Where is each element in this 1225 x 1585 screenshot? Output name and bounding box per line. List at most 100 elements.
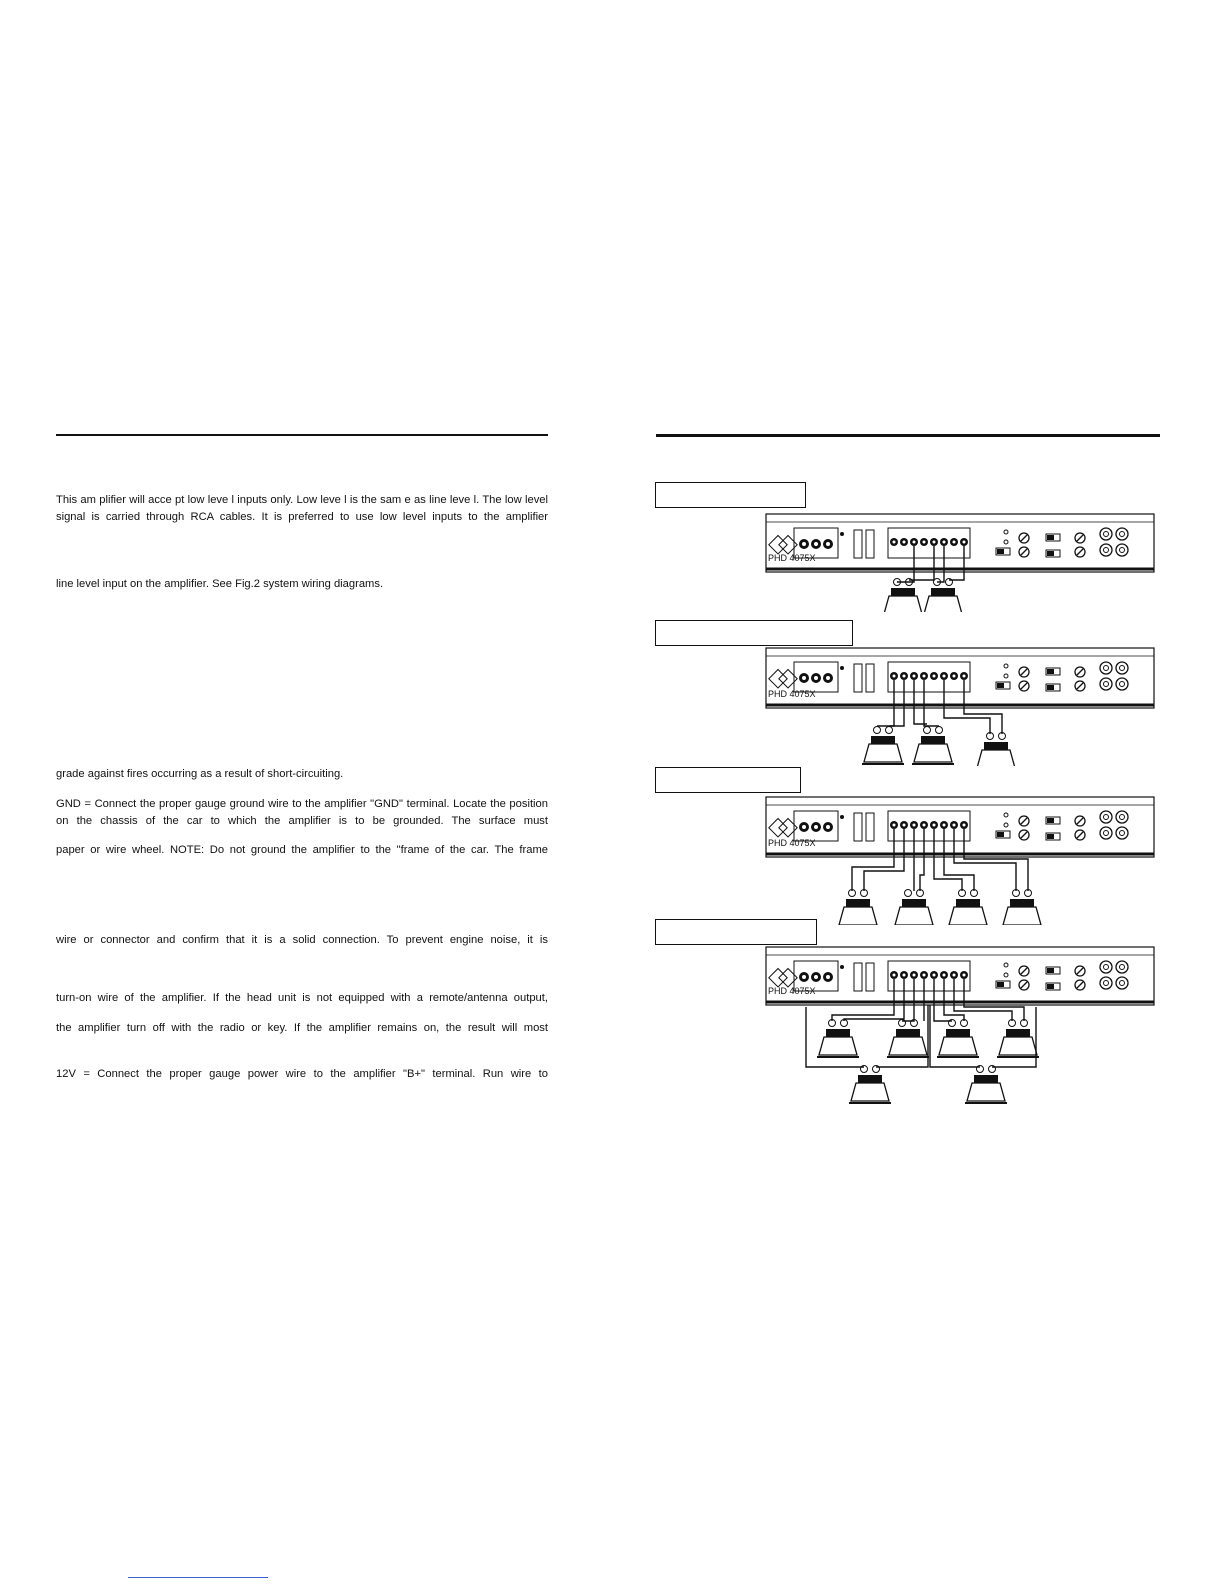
power-terminal-block	[793, 960, 839, 992]
rca-jack-icon	[1099, 976, 1113, 990]
paragraph-turn-on-wire: turn-on wire of the amplifier. If the he…	[56, 992, 548, 1004]
speaker-cone-icon	[838, 906, 878, 925]
speaker-cone-icon	[913, 743, 953, 763]
mode-switch-icon	[1045, 966, 1061, 975]
indicator-icon	[1003, 529, 1009, 535]
diagram-2-label-box	[655, 620, 853, 646]
power-terminal-screw	[814, 975, 818, 979]
knob-pointer	[1020, 967, 1028, 975]
knob-pointer	[1076, 967, 1084, 975]
speaker-terminal-screw	[922, 823, 926, 827]
power-terminal-screw	[802, 825, 806, 829]
mode-switch-icon	[995, 830, 1011, 839]
speaker-magnet	[1006, 1029, 1030, 1037]
indicator-icon	[1003, 812, 1009, 818]
speaker-cone-icon	[1002, 906, 1042, 925]
gain-knob-icon	[1074, 546, 1086, 558]
diagram-1-label-box	[655, 482, 806, 508]
gain-knob-icon	[1018, 965, 1030, 977]
speaker-wire	[963, 680, 1003, 734]
speaker-magnet	[826, 1029, 850, 1037]
wiring-diagram-3: PHD 4075X	[765, 796, 1155, 925]
speaker-terminal-screw	[942, 973, 946, 977]
power-led-icon	[840, 666, 844, 670]
rca-jack-icon	[1115, 810, 1129, 824]
speaker-wire	[863, 829, 905, 891]
rca-jack-icon	[1099, 960, 1113, 974]
mode-switch-slider	[997, 832, 1004, 837]
mode-switch-icon	[995, 980, 1011, 989]
speaker-wire	[831, 979, 895, 1021]
power-terminal-block	[793, 527, 839, 559]
speaker-terminal-screw	[892, 674, 896, 678]
speaker-magnet	[984, 742, 1008, 750]
wiring-diagram-4: PHD 4075X	[765, 946, 1155, 1104]
speaker-terminal-screw	[952, 540, 956, 544]
speaker-magnet	[902, 899, 926, 907]
power-terminal-screw	[802, 975, 806, 979]
speaker-cone-icon	[850, 1082, 890, 1102]
rca-jack-center	[1119, 681, 1125, 687]
speaker-magnet	[931, 588, 955, 596]
gain-knob-icon	[1018, 979, 1030, 991]
speaker-terminal-screw	[902, 973, 906, 977]
speaker-wire	[902, 979, 915, 1022]
paragraph-paper-wheel: paper or wire wheel. NOTE: Do not ground…	[56, 844, 548, 856]
power-terminal-screw	[814, 825, 818, 829]
plus-terminal-icon	[923, 726, 931, 734]
rca-jack-icon	[1099, 810, 1113, 824]
mode-switch-slider	[1047, 535, 1054, 540]
speaker-magnet	[974, 1075, 998, 1083]
speaker-terminal-screw	[962, 674, 966, 678]
speaker-wire	[949, 546, 965, 581]
speaker-wire	[929, 1005, 980, 1068]
speaker-magnet	[946, 1029, 970, 1037]
knob-pointer	[1076, 817, 1084, 825]
speaker-terminal-screw	[892, 973, 896, 977]
rca-jack-center	[1119, 830, 1125, 836]
rca-jack-icon	[1099, 527, 1113, 541]
plus-terminal-icon	[904, 889, 912, 897]
rca-jack-center	[1119, 980, 1125, 986]
knob-pointer	[1076, 831, 1084, 839]
speaker-terminal-screw	[932, 540, 936, 544]
rca-jack-icon	[1099, 661, 1113, 675]
logo-diamond	[778, 817, 798, 838]
gain-knob-icon	[1018, 546, 1030, 558]
knob-pointer	[1020, 831, 1028, 839]
fuse	[853, 529, 863, 559]
fuse	[853, 812, 863, 842]
bottom-underline-link[interactable]	[128, 1577, 268, 1578]
fuse	[865, 529, 875, 559]
speaker-wire	[943, 829, 975, 891]
speaker-terminal-screw	[942, 540, 946, 544]
rca-jack-center	[1103, 531, 1109, 537]
speaker-wire	[963, 979, 1025, 1021]
knob-pointer	[1076, 668, 1084, 676]
speaker-cone-icon	[976, 749, 1016, 766]
indicator-icon	[1003, 663, 1009, 669]
rca-jack-center	[1119, 665, 1125, 671]
speaker-magnet	[956, 899, 980, 907]
speaker-magnet	[1010, 899, 1034, 907]
speaker-cone-icon	[818, 1036, 858, 1056]
speaker-wire	[933, 979, 952, 1022]
paragraph-12v: 12V = Connect the proper gauge power wir…	[56, 1068, 548, 1080]
power-terminal-block	[793, 661, 839, 693]
speaker-terminal-screw	[942, 674, 946, 678]
mode-switch-icon	[995, 681, 1011, 690]
left-top-rule	[56, 434, 548, 436]
rca-jack-icon	[1099, 543, 1113, 557]
speaker-terminal-screw	[962, 540, 966, 544]
diagram-3-label-box	[655, 767, 801, 793]
logo-diamond	[768, 534, 788, 555]
gain-knob-icon	[1018, 532, 1030, 544]
gain-knob-icon	[1074, 965, 1086, 977]
power-led-icon	[840, 532, 844, 536]
speaker-terminal-screw	[892, 823, 896, 827]
speaker-wire	[913, 680, 927, 725]
speaker-cone-icon	[998, 1036, 1038, 1056]
knob-pointer	[1020, 682, 1028, 690]
rca-jack-center	[1103, 547, 1109, 553]
mode-switch-icon	[995, 547, 1011, 556]
